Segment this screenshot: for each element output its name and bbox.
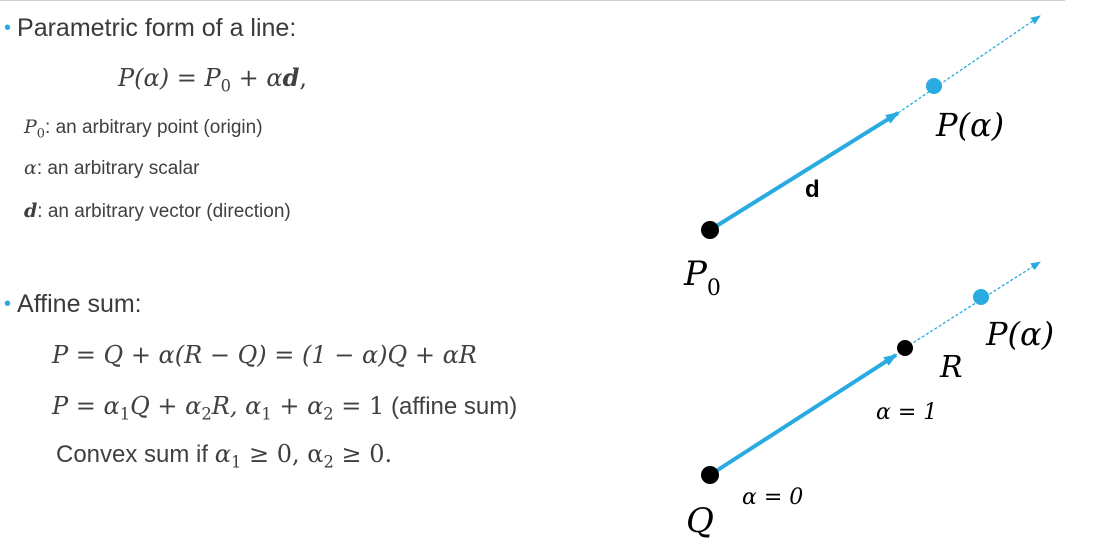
label-r: R bbox=[939, 350, 963, 385]
label-p-alpha-2: P(α) bbox=[985, 315, 1054, 353]
point-r bbox=[897, 340, 913, 356]
line-extension-dashed bbox=[897, 15, 1041, 114]
label-p0: P0 bbox=[683, 254, 721, 301]
bullet-dot-icon: • bbox=[4, 17, 12, 39]
line-extension-dashed-2 bbox=[904, 261, 1041, 349]
point-q bbox=[701, 466, 719, 484]
heading-parametric: Parametric form of a line: bbox=[17, 14, 297, 42]
affine-equation-2: P = α1Q + α2R, α1 + α2 = 1 (affine sum) bbox=[52, 392, 518, 424]
top-divider bbox=[0, 0, 1065, 1]
diagram-parametric: d P0 P(α) bbox=[683, 15, 1041, 301]
direction-vector-arrow bbox=[708, 111, 900, 232]
definition-p0: P0: an arbitrary point (origin) bbox=[24, 116, 263, 142]
point-p-alpha-2 bbox=[973, 289, 989, 305]
diagram-affine: Q R P(α) α = 1 α = 0 bbox=[686, 261, 1054, 541]
origin-point-p0 bbox=[701, 221, 719, 239]
q-to-r-arrow bbox=[708, 353, 898, 477]
definition-alpha: α: an arbitrary scalar bbox=[24, 157, 200, 179]
convex-sum-condition: Convex sum if α1 ≥ 0, α2 ≥ 0. bbox=[56, 440, 393, 472]
affine-equation-1: P = Q + α(R − Q) = (1 − α)Q + αR bbox=[52, 341, 477, 369]
bullet-parametric: •Parametric form of a line: bbox=[4, 14, 296, 43]
heading-affine: Affine sum: bbox=[17, 290, 142, 318]
label-d: d bbox=[805, 176, 820, 203]
bullet-affine: •Affine sum: bbox=[4, 290, 142, 319]
label-alpha-1: α = 1 bbox=[876, 400, 937, 425]
point-p-alpha bbox=[926, 78, 942, 94]
label-alpha-0: α = 0 bbox=[742, 485, 803, 510]
bullet-dot-icon: • bbox=[4, 293, 12, 315]
label-p-alpha-1: P(α) bbox=[935, 106, 1004, 144]
definition-d: d: an arbitrary vector (direction) bbox=[24, 200, 291, 222]
label-q: Q bbox=[686, 501, 714, 541]
parametric-equation: P(α) = P0 + αd, bbox=[118, 63, 307, 96]
